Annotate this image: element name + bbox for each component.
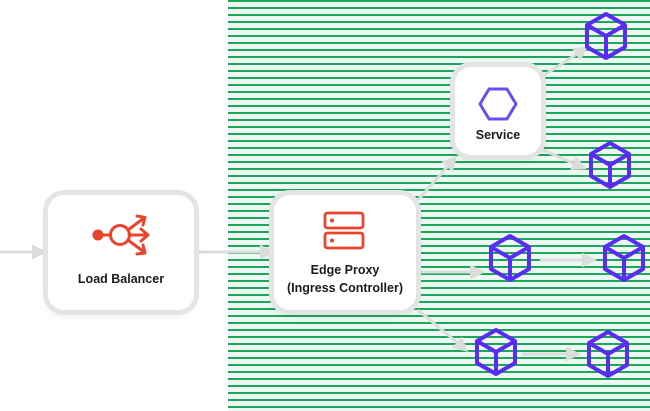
pod-icon: [587, 330, 629, 378]
arrow-service-to-pod-top-right: [542, 46, 589, 78]
service-card[interactable]: Service: [455, 67, 541, 155]
edge-proxy-card[interactable]: Edge Proxy (Ingress Controller): [274, 195, 416, 310]
arrow-proxy-to-pod-bottom-left: [417, 308, 469, 352]
server-stack-icon: [323, 211, 365, 250]
pod-icon: [489, 234, 531, 282]
arrow-service-to-pod-service-lower: [542, 148, 587, 171]
pod-icon: [589, 141, 631, 189]
arrow-proxy-to-service: [416, 155, 457, 201]
hexagon-icon: [478, 87, 518, 121]
pod-icon: [475, 328, 517, 376]
edge-proxy-subtitle: (Ingress Controller): [287, 281, 403, 295]
load-balancer-label: Load Balancer: [77, 272, 165, 286]
load-balancer-card[interactable]: Load Balancer: [48, 195, 194, 310]
pod-icon: [585, 12, 627, 60]
load-balancer-icon: [92, 214, 150, 256]
kubernetes-cluster-area: [228, 0, 650, 411]
pod-icon: [603, 234, 645, 282]
edge-proxy-title: Edge Proxy: [310, 263, 380, 277]
service-label: Service: [475, 128, 521, 142]
